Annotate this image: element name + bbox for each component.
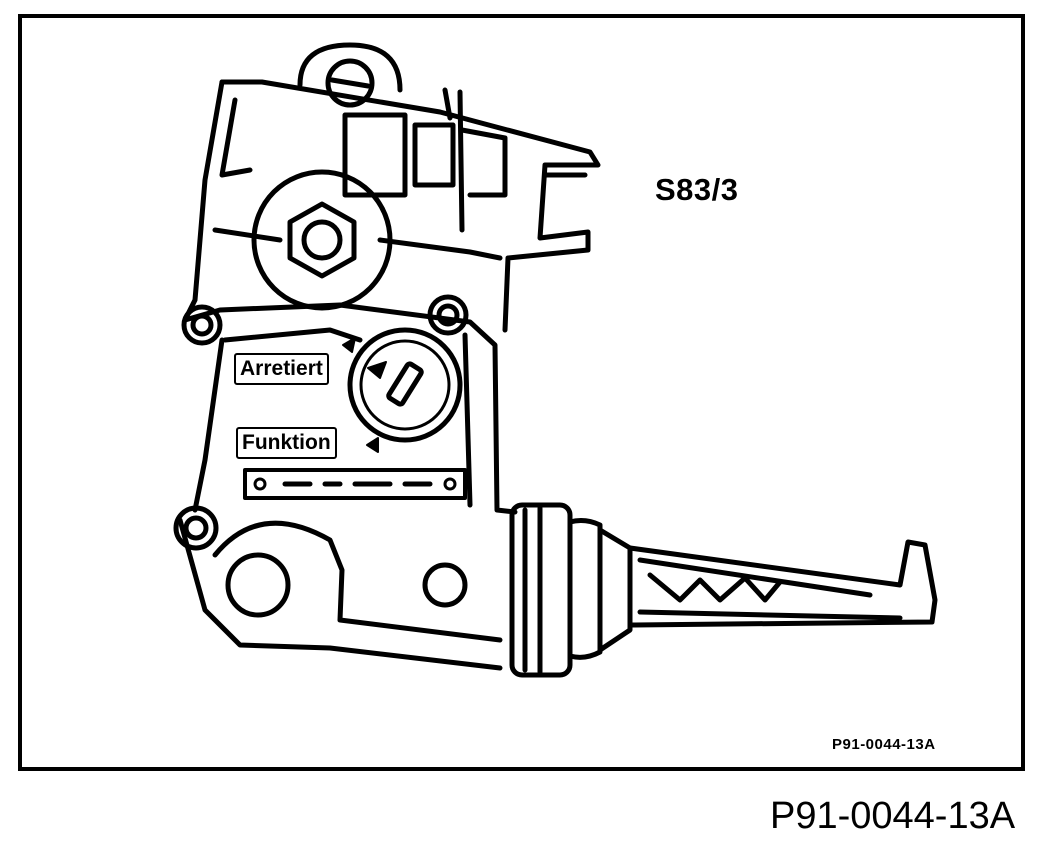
connector-sleeve xyxy=(509,502,633,678)
top-mounting-lug xyxy=(297,42,403,108)
figure-code-inner: P91-0044-13A xyxy=(832,736,936,753)
figure-frame xyxy=(18,14,1025,771)
rotary-dial xyxy=(347,327,463,443)
lever-arm xyxy=(627,539,938,628)
funktion-arrow xyxy=(366,437,379,453)
lower-housing xyxy=(177,302,518,671)
figure-code-outer: P91-0044-13A xyxy=(770,795,1016,837)
arretiert-arrow xyxy=(342,337,356,353)
upper-bracket xyxy=(182,79,601,333)
funktion-tag: Funktion xyxy=(236,427,337,459)
component-label: S83/3 xyxy=(655,172,739,207)
arretiert-tag: Arretiert xyxy=(234,353,329,385)
